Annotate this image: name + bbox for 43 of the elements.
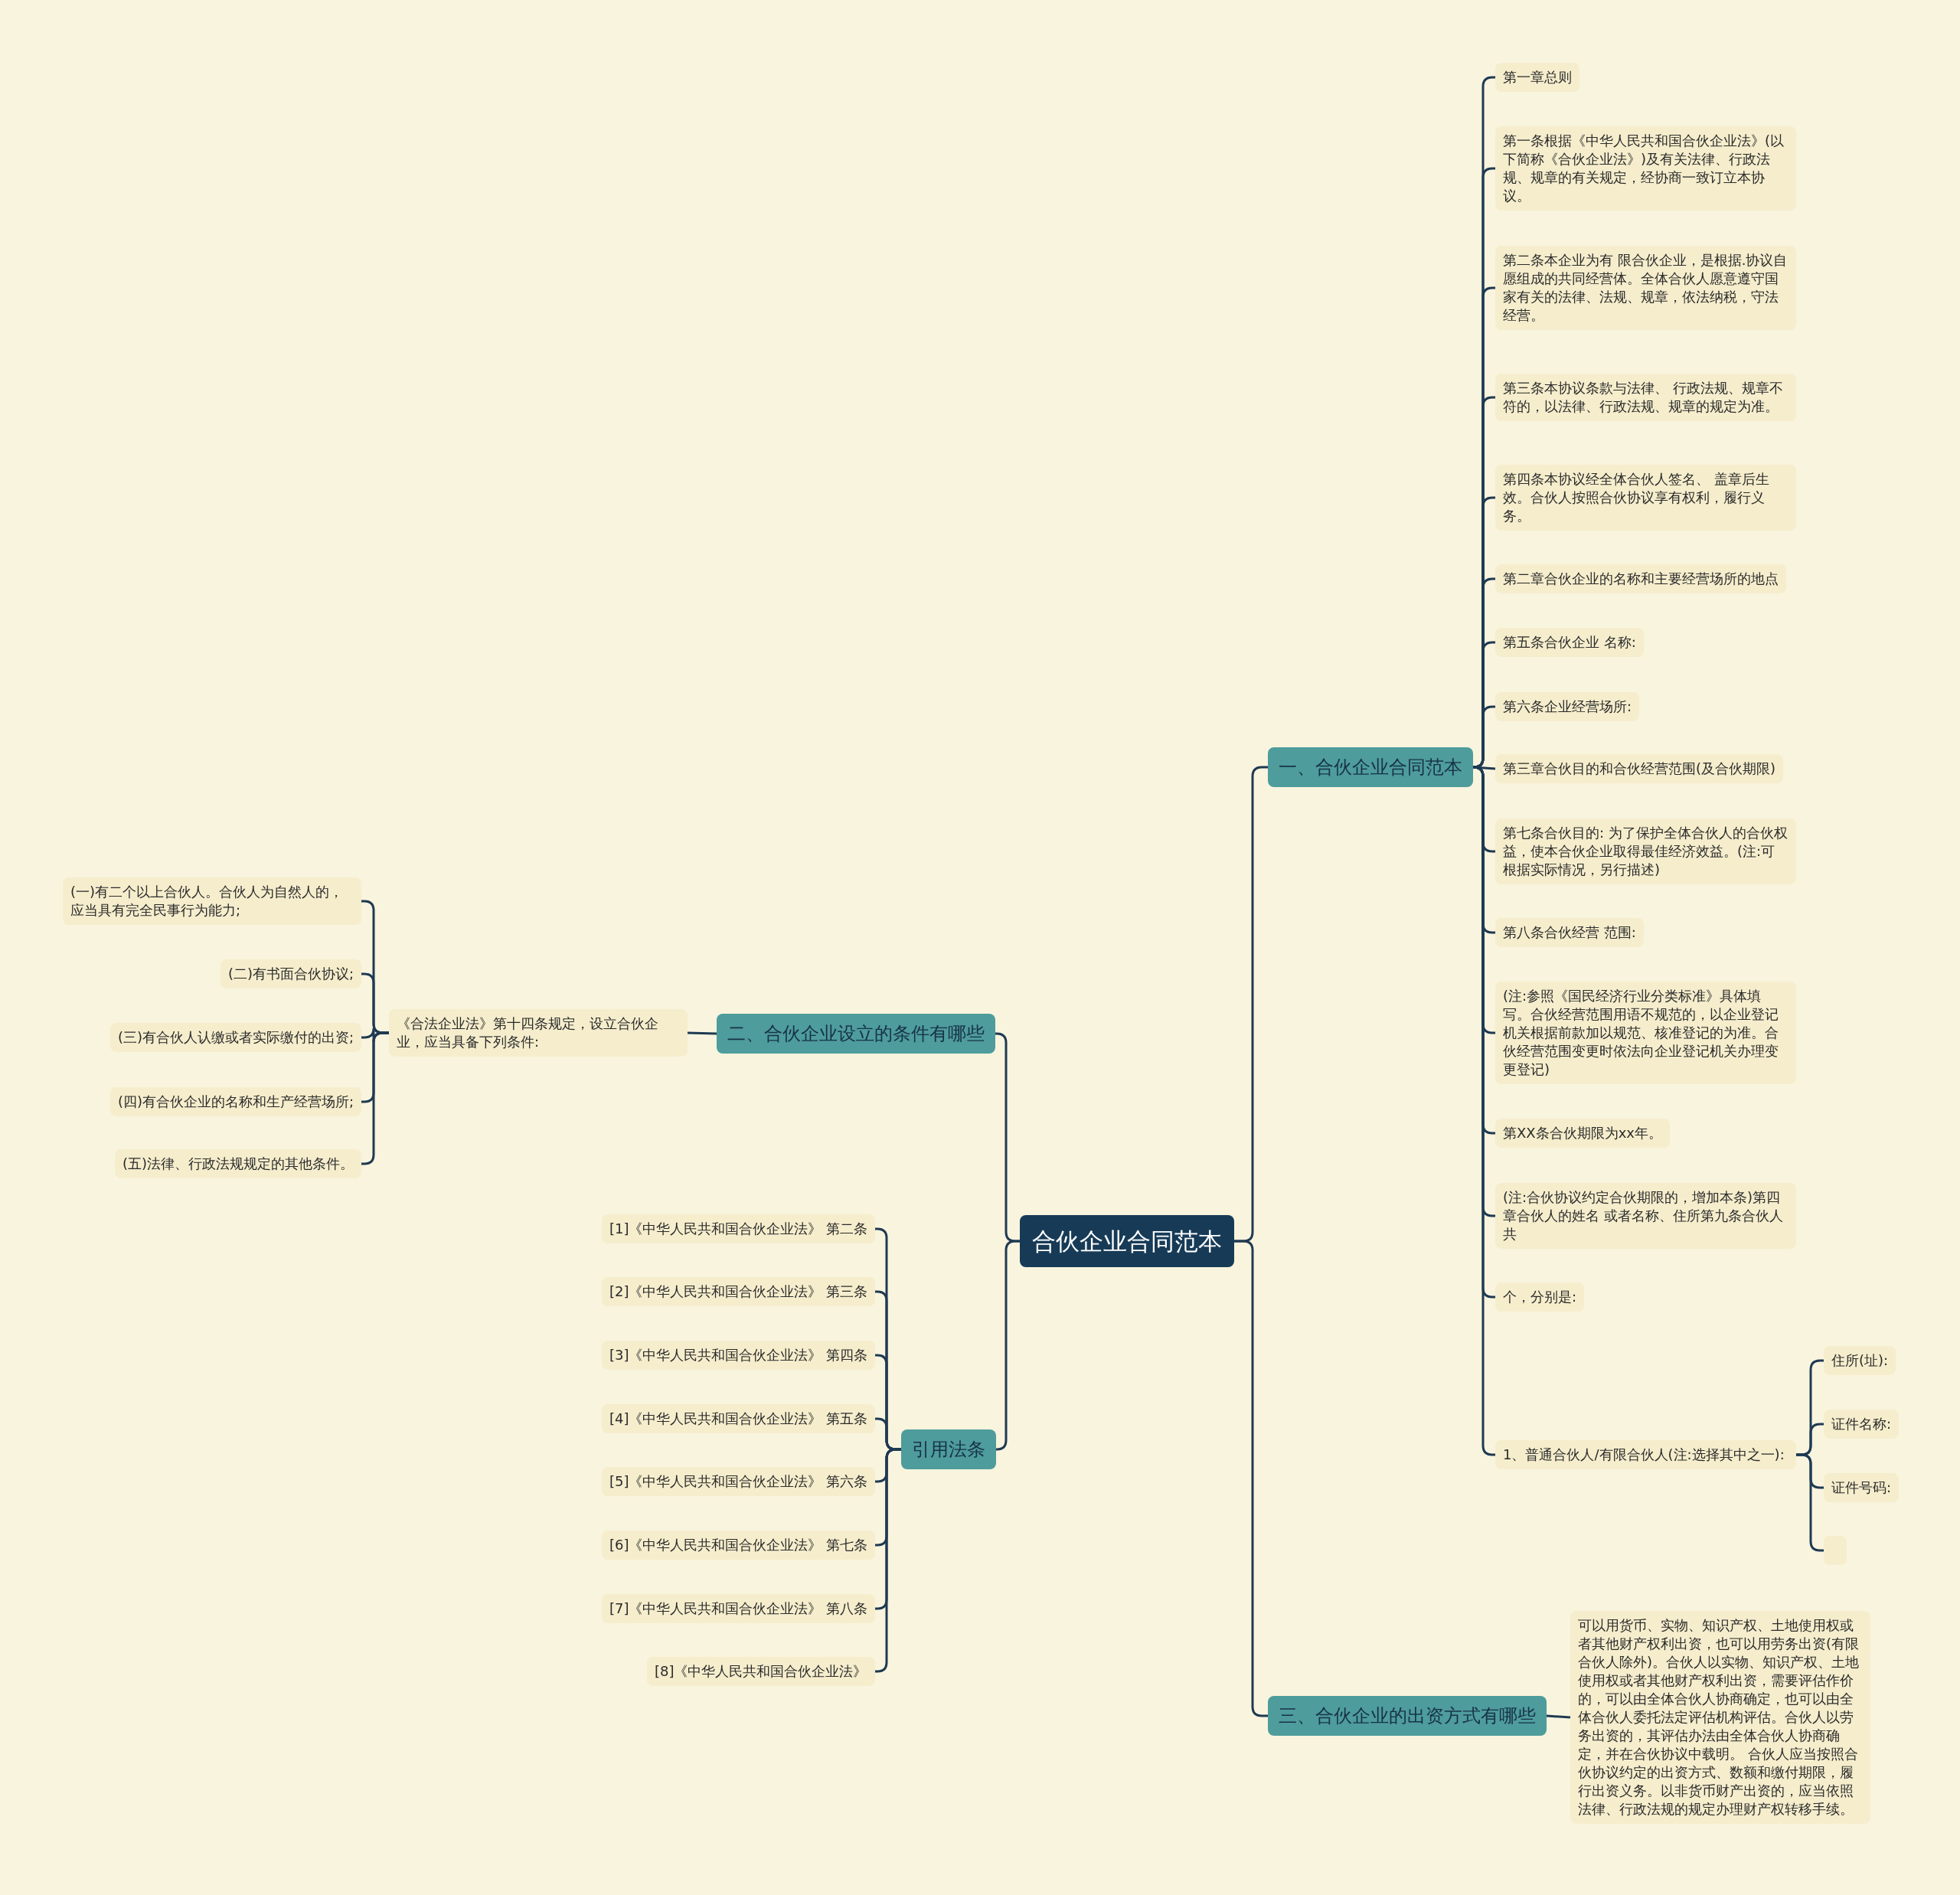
leaf-topic: 第五条合伙企业 名称: [1495, 628, 1644, 657]
leaf-topic: (二)有书面合伙协议; [220, 959, 362, 988]
leaf-topic: 可以用货币、实物、知识产权、土地使用权或者其他财产权利出资，也可以用劳务出资(有限合伙人除外)。合伙人以实物、知识产权、土地使用权或者其他财产权利出资，需要评估作价的，可以由全体合伙人协商确定，也可以由全体合伙人委托法定评估机构评估。合伙人以劳务出资的，其评估办法由全体合伙人协商确定，并在合伙协议中载明。 合伙人应当按照合伙协议约定的出资方式、数额和缴付期限，履行出资义务。以非货币财产出资的，应当依照法律、行政法规的规定办理财产权转移手续。 [1570, 1611, 1870, 1824]
leaf-topic: 证件名称: [1824, 1410, 1900, 1439]
leaf-topic: 第八条合伙经营 范围: [1495, 918, 1644, 947]
leaf-topic: (三)有合伙人认缴或者实际缴付的出资; [110, 1023, 362, 1052]
leaf-topic: 第XX条合伙期限为xx年。 [1495, 1119, 1670, 1148]
leaf-topic: (一)有二个以上合伙人。合伙人为自然人的，应当具有完全民事行为能力; [63, 877, 361, 925]
leaf-topic: [8]《中华人民共和国合伙企业法》 [647, 1657, 875, 1686]
connector-line [1546, 1714, 1571, 1719]
leaf-topic: (四)有合伙企业的名称和生产经营场所; [110, 1087, 362, 1116]
empty-box [1824, 1536, 1847, 1565]
leaf-topic: 第二章合伙企业的名称和主要经营场所的地点 [1495, 564, 1786, 593]
leaf-topic: (五)法律、行政法规规定的其他条件。 [115, 1149, 362, 1178]
leaf-topic: 个，分别是: [1495, 1282, 1585, 1312]
leaf-topic: 住所(址): [1824, 1346, 1896, 1375]
leaf-topic: 第二条本企业为有 限合伙企业，是根据.协议自愿组成的共同经营体。全体合伙人愿意遵守国家有关的法律、法规、规章，依法纳税，守法经营。 [1495, 246, 1796, 330]
connector-line [995, 1240, 1020, 1451]
leaf-topic: 第一章总则 [1495, 63, 1579, 92]
leaf-topic: [6]《中华人民共和国合伙企业法》 第七条 [602, 1531, 876, 1560]
leaf-topic: [5]《中华人民共和国合伙企业法》 第六条 [602, 1467, 876, 1496]
connector-line [687, 1031, 717, 1035]
leaf-topic: 第七条合伙目的: 为了保护全体合伙人的合伙权益，使本合伙企业取得最佳经济效益。(注:可根据实际情况，另行描述) [1495, 818, 1796, 884]
leaf-topic: 第三条本协议条款与法律、 行政法规、规章不符的，以法律、行政法规、规章的规定为准。 [1495, 374, 1796, 421]
branch-topic: 二、合伙企业设立的条件有哪些 [717, 1014, 995, 1054]
root-topic: 合伙企业合同范本 [1020, 1215, 1234, 1267]
leaf-topic: [1]《中华人民共和国合伙企业法》 第二条 [602, 1214, 876, 1243]
branch-topic: 三、合伙企业的出资方式有哪些 [1268, 1696, 1547, 1736]
leaf-topic: 《合法企业法》第十四条规定，设立合伙企业，应当具备下列条件: [389, 1009, 688, 1057]
leaf-topic: (注:合伙协议约定合伙期限的，增加本条)第四章合伙人的姓名 或者名称、住所第九条合伙人共 [1495, 1183, 1796, 1249]
leaf-topic: [4]《中华人民共和国合伙企业法》 第五条 [602, 1404, 876, 1433]
leaf-topic: 第四条本协议经全体合伙人签名、 盖章后生效。合伙人按照合伙协议享有权利，履行义务。 [1495, 465, 1796, 531]
branch-topic: 引用法条 [901, 1429, 996, 1469]
leaf-topic: [7]《中华人民共和国合伙企业法》 第八条 [602, 1594, 876, 1623]
leaf-topic: (注:参照《国民经济行业分类标准》具体填写。合伙经营范围用语不规范的，以企业登记机关根据前款加以规范、核准登记的为准。合伙经营范围变更时依法向企业登记机关办理变更登记) [1495, 982, 1796, 1084]
leaf-topic: [2]《中华人民共和国合伙企业法》 第三条 [602, 1277, 876, 1306]
leaf-topic: [3]《中华人民共和国合伙企业法》 第四条 [602, 1341, 876, 1370]
leaf-topic: 第六条企业经营场所: [1495, 692, 1640, 721]
leaf-topic: 第一条根据《中华人民共和国合伙企业法》(以下简称《合伙企业法》)及有关法律、行政法规、规章的有关规定，经协商一致订立本协议。 [1495, 126, 1796, 211]
leaf-topic: 证件号码: [1824, 1473, 1900, 1502]
leaf-topic: 1、普通合伙人/有限合伙人(注:选择其中之一): [1495, 1440, 1796, 1469]
leaf-topic: 第三章合伙目的和合伙经营范围(及合伙期限) [1495, 754, 1784, 783]
branch-topic: 一、合伙企业合同范本 [1268, 747, 1473, 787]
